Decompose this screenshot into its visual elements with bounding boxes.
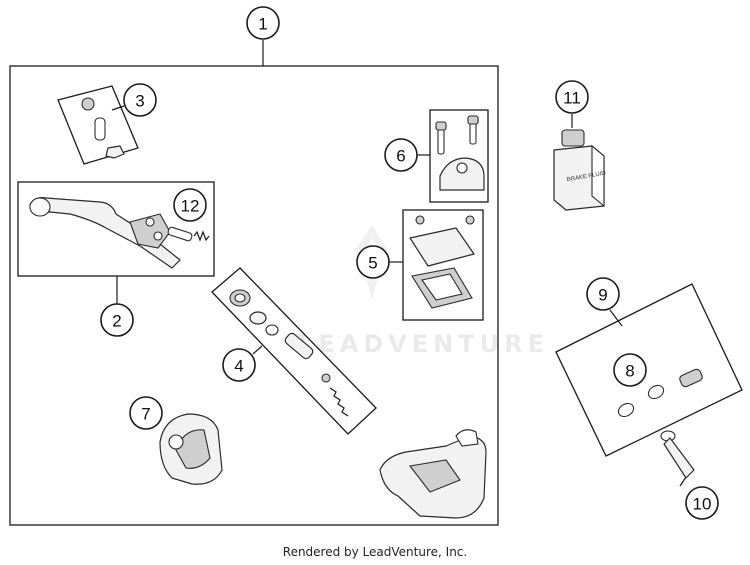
part-group-6 xyxy=(417,109,489,203)
svg-text:2: 2 xyxy=(112,312,121,331)
svg-text:1: 1 xyxy=(258,15,267,34)
svg-text:7: 7 xyxy=(141,405,150,424)
svg-text:5: 5 xyxy=(368,254,377,273)
part-group-5 xyxy=(389,209,484,321)
callout-8: 8 xyxy=(613,353,647,387)
callout-9: 9 xyxy=(586,277,620,311)
callout-1: 1 xyxy=(246,6,280,40)
svg-text:3: 3 xyxy=(135,92,144,111)
watermark: LEADVENTURE xyxy=(298,225,549,358)
svg-text:10: 10 xyxy=(693,495,712,514)
callout-2: 2 xyxy=(100,303,134,337)
callout-5: 5 xyxy=(356,245,390,279)
footer-credit: Rendered by LeadVenture, Inc. xyxy=(282,545,468,559)
callout-12: 12 xyxy=(173,188,207,222)
svg-text:9: 9 xyxy=(598,286,607,305)
svg-text:8: 8 xyxy=(625,362,634,381)
svg-text:4: 4 xyxy=(234,357,243,376)
callout-3: 3 xyxy=(123,83,157,117)
part-banjo-10 xyxy=(660,430,695,487)
part-master-cylinder xyxy=(379,429,487,519)
svg-text:6: 6 xyxy=(396,147,405,166)
svg-text:12: 12 xyxy=(181,197,200,216)
svg-text:11: 11 xyxy=(563,89,581,108)
part-group-3 xyxy=(57,85,139,165)
assembly-frame xyxy=(9,65,499,526)
part-housing-7 xyxy=(159,413,223,485)
part-group-4 xyxy=(211,267,377,435)
part-group-2 xyxy=(17,181,215,304)
brake-fluid-container: BRAKE FLUID xyxy=(553,114,607,211)
callout-7: 7 xyxy=(129,396,163,430)
callout-11: 11 xyxy=(555,80,589,114)
callout-6: 6 xyxy=(384,138,418,172)
callout-10: 10 xyxy=(685,486,719,520)
callout-4: 4 xyxy=(222,348,256,382)
watermark-text: LEADVENTURE xyxy=(298,330,549,358)
part-group-9 xyxy=(555,283,743,457)
